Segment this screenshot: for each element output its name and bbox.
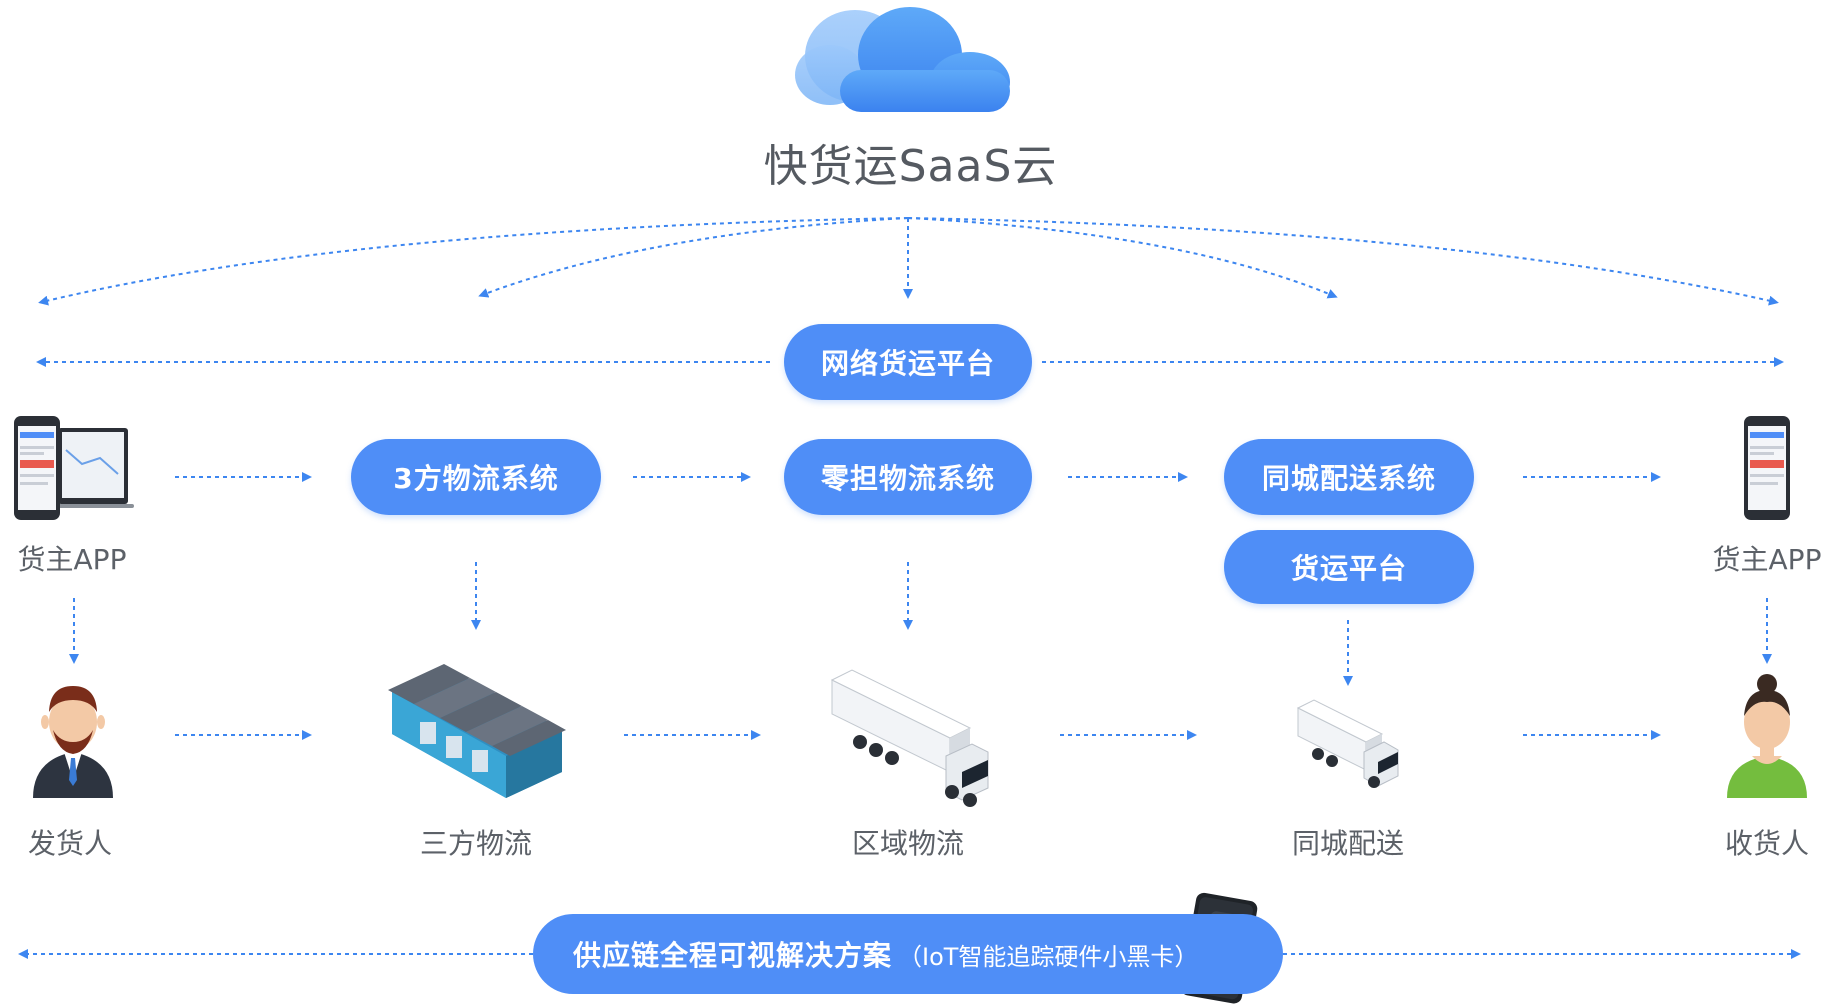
semi-truck-icon [830,669,989,807]
same-city-delivery-label: 同城配送 [1291,827,1404,860]
warehouse-icon [388,664,566,798]
freight-platform-pill: 货运平台 [1224,530,1474,604]
same-city-delivery-system-pill: 同城配送系统 [1224,439,1474,515]
network-freight-platform-pill: 网络货运平台 [784,324,1032,400]
shipper-app-label: 货主APP [17,543,127,576]
receiver-app-label: 货主APP [1712,543,1821,576]
third-party-logistics-system-pill: 3方物流系统 [351,439,601,515]
regional-logistics-label: 区域物流 [851,827,964,860]
cloud-arrows [18,217,1801,959]
third-party-logistics-label: 三方物流 [419,827,532,860]
ltl-logistics-system-pill: 零担物流系统 [784,439,1032,515]
shipper-avatar-icon [33,686,113,798]
cloud-icon [795,7,1010,112]
shipper-label: 发货人 [27,827,112,860]
box-truck-icon [1296,699,1399,788]
receiver-app-phone-icon [1744,416,1790,520]
receiver-avatar-icon [1727,674,1807,798]
page-title: 快货运SaaS云 [763,141,1058,192]
receiver-label: 收货人 [1724,827,1809,860]
supply-chain-visibility-pill: 供应链全程可视解决方案 （IoT智能追踪硬件小黑卡） [533,914,1283,994]
shipper-app-devices-icon [14,416,134,520]
iot-tracker-subtitle: （IoT智能追踪硬件小黑卡） [898,942,1199,971]
supply-chain-visibility-title: 供应链全程可视解决方案 [573,939,893,972]
